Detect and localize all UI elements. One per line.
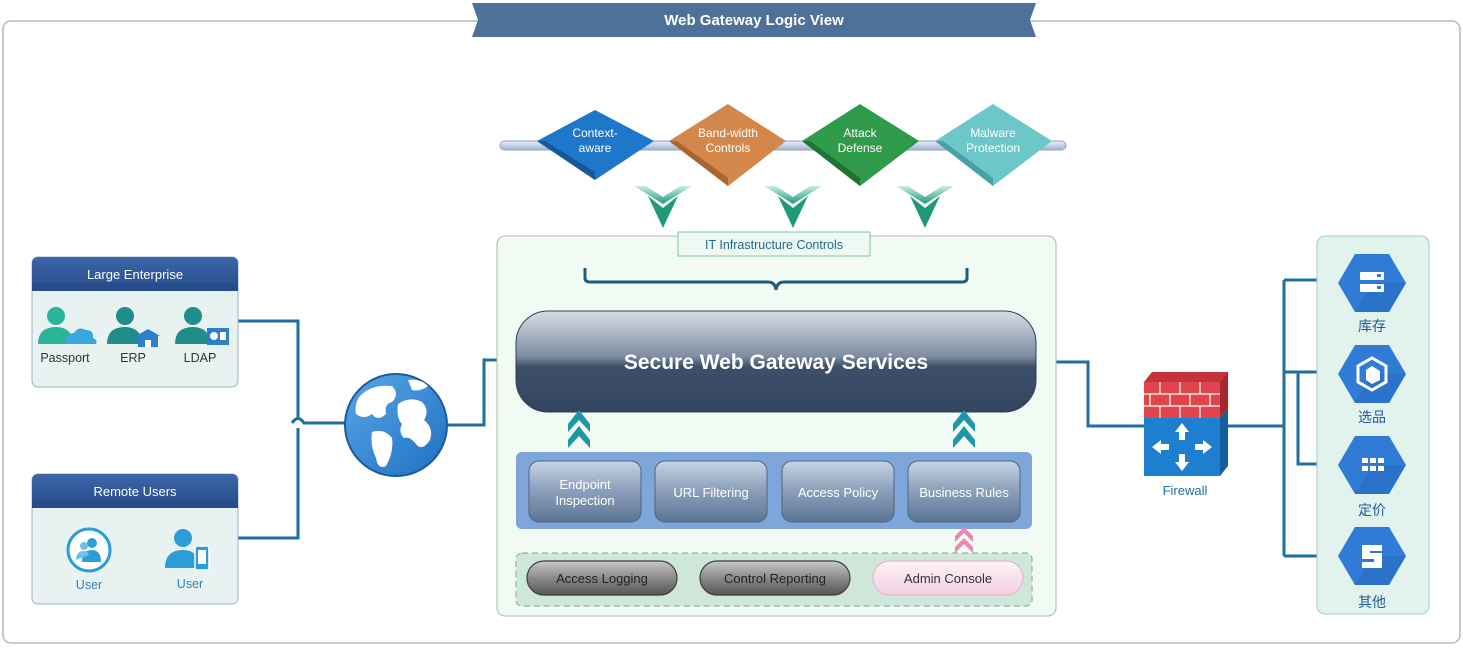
firewall-icon xyxy=(1144,372,1228,476)
other-icon[interactable] xyxy=(1338,527,1406,585)
svg-text:Malware: Malware xyxy=(970,126,1016,140)
pipeline-context-aware: Context- aware xyxy=(537,110,654,180)
storage-icon[interactable] xyxy=(1338,254,1406,312)
service-endpoint-inspection[interactable]: Endpoint Inspection xyxy=(528,460,642,523)
up-chevron-icon xyxy=(568,410,590,448)
large-enterprise-title: Large Enterprise xyxy=(87,267,183,282)
svg-text:Admin Console: Admin Console xyxy=(904,571,992,586)
user-label-2: User xyxy=(177,577,203,591)
svg-text:Access Policy: Access Policy xyxy=(798,485,879,500)
svg-text:aware: aware xyxy=(579,141,612,155)
user-circle-icon xyxy=(66,527,112,573)
erp-label: ERP xyxy=(120,351,146,365)
gateway-title: Secure Web Gateway Services xyxy=(624,351,928,374)
pipeline-bandwidth-controls: Band-width Controls xyxy=(669,104,786,186)
title-banner: Web Gateway Logic View xyxy=(472,3,1036,37)
svg-text:Control Reporting: Control Reporting xyxy=(724,571,826,586)
service-business-rules[interactable]: Business Rules xyxy=(907,460,1021,523)
access-logging-button[interactable]: Access Logging xyxy=(526,560,678,596)
svg-text:Controls: Controls xyxy=(706,141,751,155)
globe-icon xyxy=(344,373,448,477)
up-chevron-icon xyxy=(955,527,973,553)
pipeline-attack-defense: Attack Defense xyxy=(802,104,919,186)
svg-text:Band-width: Band-width xyxy=(698,126,758,140)
pipeline-malware-protection: Malware Protection xyxy=(935,104,1052,186)
remote-users-title: Remote Users xyxy=(93,484,177,499)
erp-user-icon xyxy=(107,307,160,347)
up-chevron-icon xyxy=(953,410,975,448)
cube-icon[interactable] xyxy=(1338,345,1406,403)
right-services-panel xyxy=(1316,235,1430,615)
down-arrow-icon xyxy=(896,186,954,228)
svg-text:Defense: Defense xyxy=(838,141,883,155)
large-enterprise-panel: Large Enterprise xyxy=(31,256,239,388)
services-panel xyxy=(516,452,1032,529)
brace-connector xyxy=(583,268,969,291)
passport-label: Passport xyxy=(40,351,90,365)
secure-web-gateway xyxy=(515,310,1037,413)
user-label-1: User xyxy=(76,578,102,592)
svg-text:Attack: Attack xyxy=(843,126,877,140)
firewall-label: Firewall xyxy=(1163,483,1208,498)
svg-text:Context-: Context- xyxy=(572,126,617,140)
svg-text:Inspection: Inspection xyxy=(555,493,614,508)
it-controls-label: IT Infrastructure Controls xyxy=(705,238,843,252)
svg-text:Endpoint: Endpoint xyxy=(559,477,611,492)
it-controls-label-box xyxy=(677,231,871,257)
grid-icon[interactable] xyxy=(1338,436,1406,494)
svg-text:Protection: Protection xyxy=(966,141,1020,155)
service-access-policy[interactable]: Access Policy xyxy=(781,460,895,523)
pricing-label: 定价 xyxy=(1358,502,1386,518)
svg-text:Access Logging: Access Logging xyxy=(556,571,648,586)
ldap-label: LDAP xyxy=(184,351,217,365)
admin-console-button[interactable]: Admin Console xyxy=(872,560,1024,596)
down-arrow-icon xyxy=(764,186,822,228)
mobile-user-icon xyxy=(165,529,210,571)
selection-label: 选品 xyxy=(1358,409,1386,425)
svg-text:Business Rules: Business Rules xyxy=(919,485,1009,500)
down-arrow-icon xyxy=(634,186,692,228)
page-title: Web Gateway Logic View xyxy=(664,12,844,29)
control-reporting-button[interactable]: Control Reporting xyxy=(699,560,851,596)
remote-users-panel: Remote Users xyxy=(31,473,239,605)
inventory-label: 库存 xyxy=(1358,318,1386,334)
service-url-filtering[interactable]: URL Filtering xyxy=(654,460,768,523)
other-label: 其他 xyxy=(1358,594,1386,610)
passport-user-icon xyxy=(38,307,97,344)
ldap-user-icon xyxy=(175,307,229,345)
svg-text:URL Filtering: URL Filtering xyxy=(673,485,748,500)
